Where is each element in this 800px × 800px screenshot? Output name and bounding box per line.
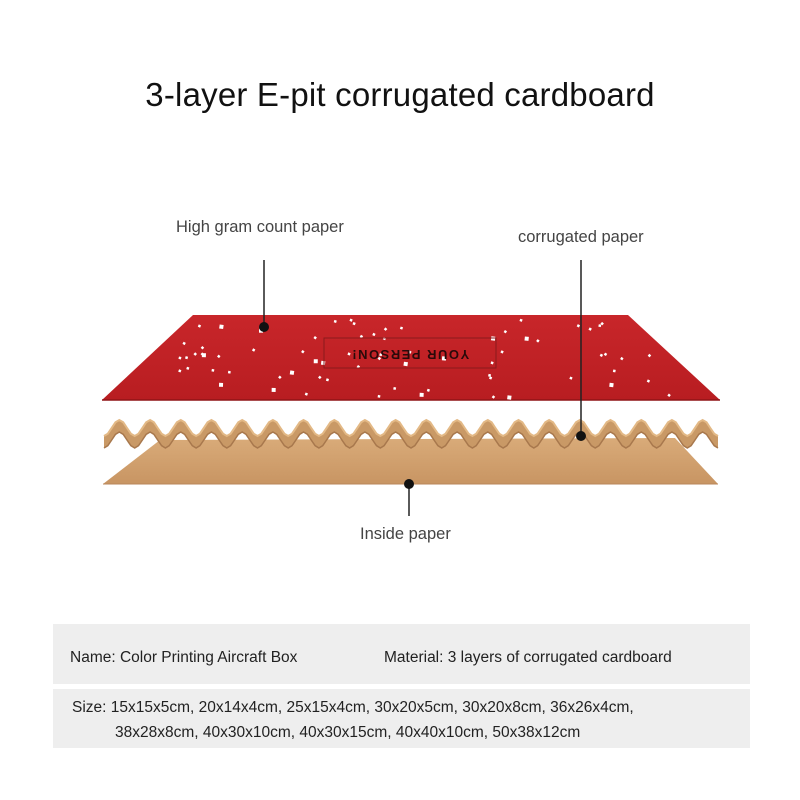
snow-speckle	[313, 336, 317, 340]
label-corrugated-paper: corrugated paper	[518, 228, 644, 246]
snow-speckle	[507, 395, 512, 400]
snow-speckle	[347, 352, 351, 356]
snow-speckle	[399, 326, 404, 330]
snow-speckle	[519, 318, 523, 322]
snow-speckle	[588, 327, 592, 331]
spec-row-name-material: Name: Color Printing Aircraft Box Materi…	[53, 624, 750, 684]
snow-speckle	[349, 318, 353, 322]
snow-speckle	[211, 368, 215, 372]
leader-dot-top	[259, 322, 269, 332]
snow-speckle	[182, 341, 186, 346]
snow-speckle	[667, 393, 671, 398]
snow-speckle	[352, 321, 356, 326]
snow-speckle	[524, 336, 529, 341]
snow-speckle	[197, 324, 202, 328]
snow-speckle	[193, 352, 197, 356]
snow-speckle	[620, 356, 624, 361]
spec-sizes-line-2: 38x28x8cm, 40x30x10cm, 40x30x15cm, 40x40…	[115, 724, 581, 741]
leader-dot-inside	[404, 479, 414, 489]
snow-speckle	[227, 370, 231, 374]
snow-speckle	[393, 386, 397, 390]
snow-speckle	[609, 382, 614, 388]
snow-speckle	[403, 361, 408, 367]
snow-speckle	[325, 378, 330, 382]
snow-speckle	[647, 353, 652, 358]
snow-speckle	[304, 392, 308, 396]
corrugated-paper-layer	[103, 418, 719, 449]
snow-speckle	[289, 370, 295, 375]
snow-speckle	[320, 360, 326, 366]
snow-speckle	[603, 352, 608, 357]
snow-speckle	[576, 324, 581, 328]
high-gram-paper-layer: YOUR PERSON!	[102, 315, 720, 401]
snow-speckle	[318, 375, 322, 380]
spec-sizes-line-1: Size: 15x15x5cm, 20x14x4cm, 25x15x4cm, 3…	[72, 699, 634, 716]
inside-paper-layer	[103, 438, 718, 484]
snow-speckle	[383, 327, 388, 331]
snow-speckle	[419, 392, 424, 397]
spec-row-sizes: Size: 15x15x5cm, 20x14x4cm, 25x15x4cm, 3…	[53, 689, 750, 748]
snow-speckle	[178, 356, 182, 360]
snow-speckle	[646, 379, 651, 383]
snow-speckle	[333, 319, 337, 323]
snow-speckle	[313, 359, 318, 364]
snow-speckle	[185, 356, 189, 360]
snow-speckle	[408, 350, 412, 354]
snow-speckle	[271, 387, 276, 392]
printed-logo-frame	[323, 337, 497, 369]
snow-speckle	[218, 382, 224, 387]
snow-speckle	[569, 376, 573, 380]
snow-speckle	[598, 324, 602, 328]
snow-speckle	[490, 336, 496, 341]
label-inside-paper: Inside paper	[360, 525, 451, 543]
snow-speckle	[500, 350, 504, 354]
snow-speckle	[278, 375, 282, 380]
snow-speckle	[490, 361, 494, 365]
snow-speckle	[600, 321, 604, 326]
spec-material: Material: 3 layers of corrugated cardboa…	[384, 649, 672, 666]
snow-speckle	[200, 352, 205, 356]
snow-speckle	[217, 354, 221, 359]
snow-speckle	[377, 394, 381, 398]
snow-speckle	[251, 348, 256, 352]
snow-speckle	[491, 395, 496, 399]
snow-speckle	[441, 356, 447, 361]
snow-speckle	[178, 369, 182, 373]
snow-speckle	[200, 346, 205, 350]
leader-dot-corrugated	[576, 431, 586, 441]
snow-speckle	[359, 334, 364, 339]
snow-speckle	[488, 373, 492, 377]
spec-name: Name: Color Printing Aircraft Box	[70, 649, 298, 666]
page-title: 3-layer E-pit corrugated cardboard	[145, 76, 655, 113]
snow-speckle	[186, 366, 190, 370]
snow-speckle	[536, 339, 540, 343]
snow-speckle	[488, 376, 493, 380]
printed-logo-text: YOUR PERSON!	[351, 347, 469, 362]
snow-speckle	[612, 369, 616, 373]
snow-speckle	[426, 388, 430, 392]
snow-speckle	[503, 330, 508, 334]
snow-speckle	[379, 353, 383, 357]
snow-speckle	[219, 324, 224, 330]
label-high-gram-paper: High gram count paper	[176, 218, 344, 236]
snow-speckle	[377, 356, 382, 361]
snow-speckle	[599, 353, 604, 357]
snow-speckle	[301, 350, 305, 354]
snow-speckle	[372, 332, 376, 337]
